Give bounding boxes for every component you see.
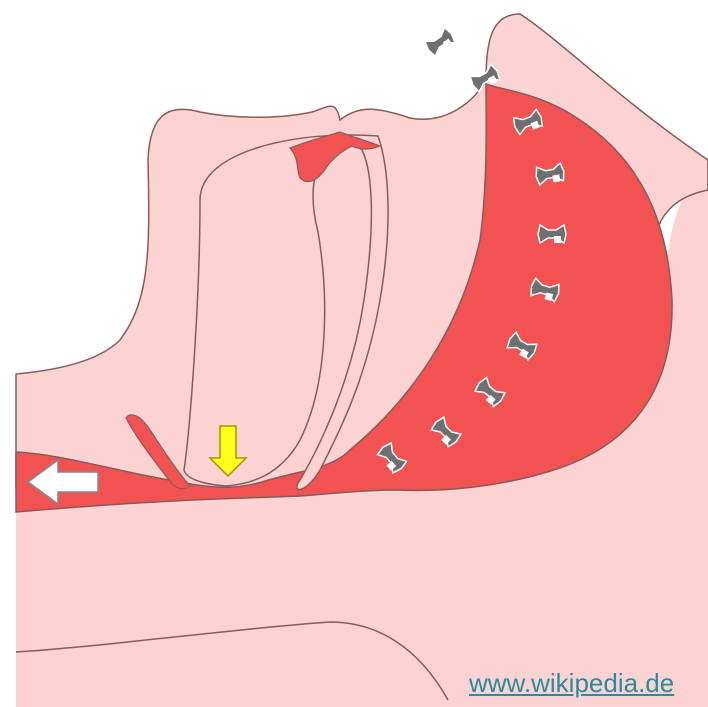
wikipedia-credit-link[interactable]: www.wikipedia.de: [469, 668, 674, 699]
air-particle-icon: [423, 27, 456, 58]
